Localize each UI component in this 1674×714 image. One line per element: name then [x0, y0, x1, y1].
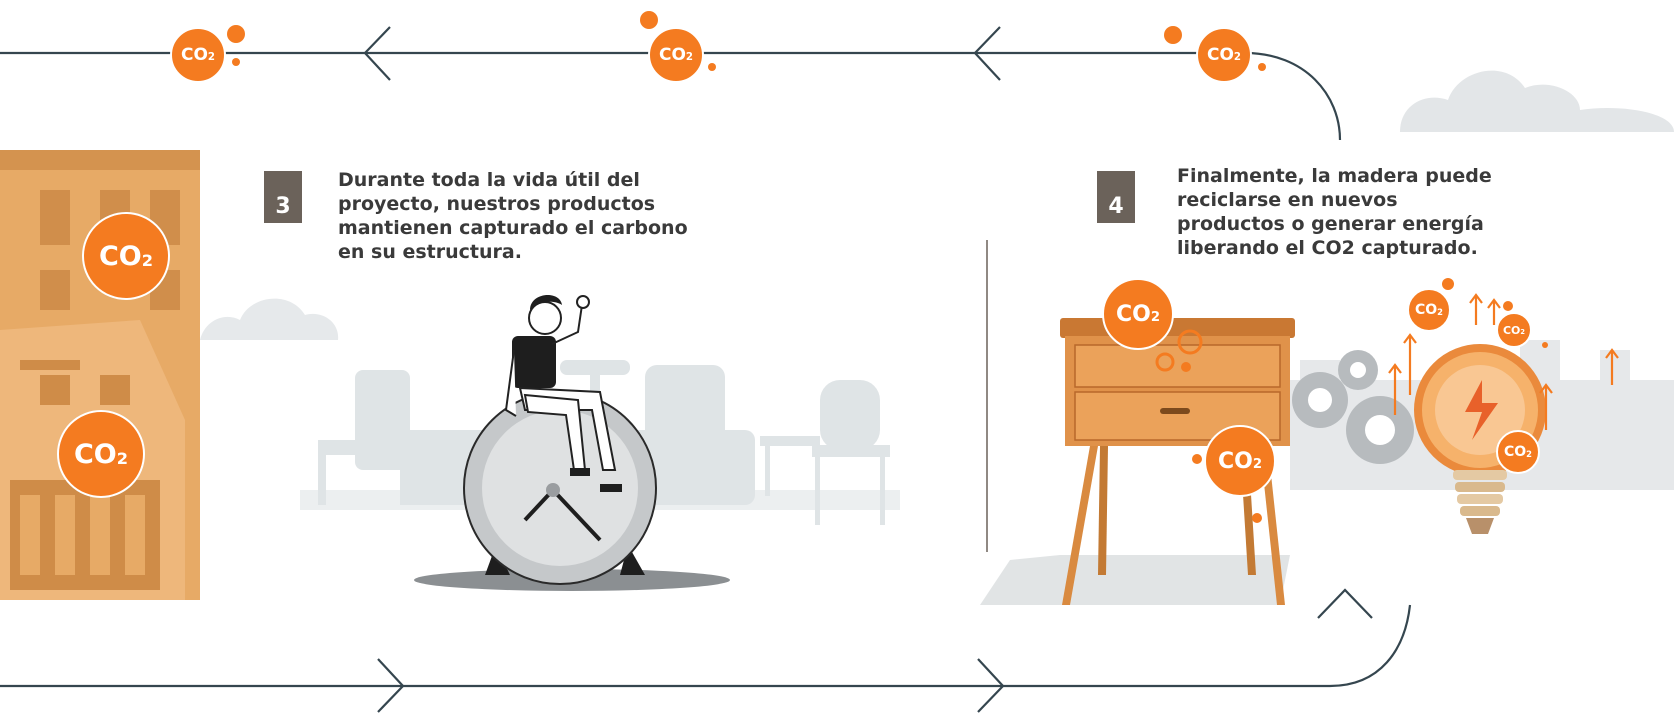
step-number-4: 4 — [1097, 171, 1135, 223]
cloud-icon — [200, 298, 339, 340]
arrow-left-icon — [973, 26, 1001, 81]
person-illustration — [504, 294, 622, 492]
gear-icon — [1292, 350, 1414, 464]
step-4-description: Finalmente, la madera puede reciclarse e… — [1177, 165, 1492, 259]
arrow-left-icon — [363, 26, 391, 81]
up-arrow-icons — [1388, 293, 1619, 430]
wooden-building — [0, 150, 200, 600]
arrow-right-icon — [977, 658, 1005, 713]
step-3-description: Durante toda la vida útil del proyecto, … — [338, 169, 688, 263]
arrow-up-icon — [1317, 588, 1373, 619]
step-number-3: 3 — [264, 171, 302, 223]
cloud-icon — [1400, 70, 1674, 132]
co2-bubble-dots — [227, 11, 1548, 523]
arrow-right-icon — [377, 658, 405, 713]
